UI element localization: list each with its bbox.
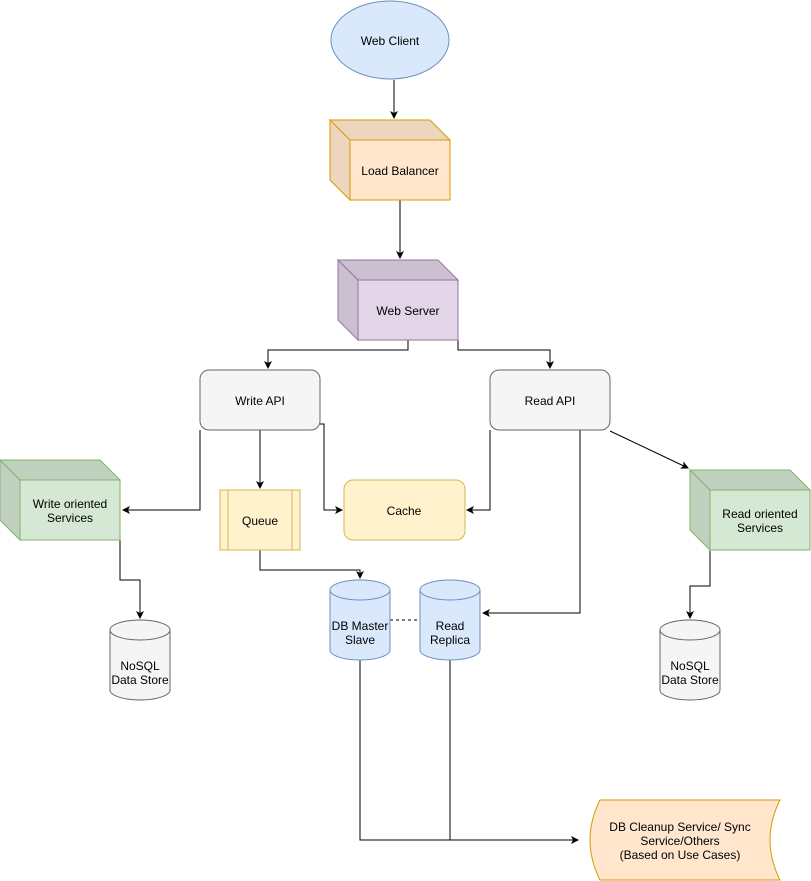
read-replica-node: Read Replica [419, 579, 481, 661]
db-cleanup-node: DB Cleanup Service/ Sync Service/Others … [589, 799, 781, 881]
db-master-body [329, 579, 391, 661]
nosql-left-label-line1: NoSQL [120, 659, 160, 673]
write-services-top [0, 459, 122, 481]
cache-label: Cache [387, 504, 422, 518]
write-services-front [19, 479, 121, 541]
edges [119, 80, 711, 844]
db-master-node: DB Master Slave [329, 579, 391, 661]
read-replica-body [419, 579, 481, 661]
nosql-right-label-line1: NoSQL [670, 659, 710, 673]
web-client-shape [330, 0, 450, 80]
read-replica-rim [419, 589, 481, 601]
nosql-right-rim [659, 629, 721, 641]
edge-queue-to-dbmaster [259, 550, 364, 579]
nosql-right-node: NoSQL Data Store [659, 619, 721, 701]
nosql-left-rim [109, 629, 171, 641]
queue-shape [219, 489, 301, 551]
queue-node: Queue [219, 489, 301, 551]
queue-label: Queue [242, 514, 278, 528]
edge-readapi-to-cache [466, 430, 491, 514]
db-master-label-line2: Slave [345, 633, 375, 647]
cache-node: Cache [343, 479, 466, 541]
edge-dbmaster-to-cleanup [359, 660, 579, 844]
write-services-label-line1: Write oriented [33, 497, 107, 511]
db-master-label-line1: DB Master [332, 619, 389, 633]
web-client-node: Web Client [330, 0, 450, 80]
load-balancer-front [349, 139, 451, 201]
nosql-left-label-line2: Data Store [111, 673, 169, 687]
web-server-node: Web Server [336, 258, 460, 342]
edge-webserver-to-readapi [457, 340, 554, 369]
write-services-node: Write oriented Services [0, 459, 122, 542]
edge-writeapi-to-cache [320, 423, 343, 514]
write-services-label-line2: Services [47, 511, 93, 525]
read-replica-label-line1: Read [436, 619, 465, 633]
db-cleanup-label-line3: (Based on Use Cases) [620, 848, 741, 862]
edge-readservices-to-nosql [686, 550, 711, 619]
web-server-top [336, 259, 460, 281]
read-services-node: Read oriented Services [688, 468, 811, 552]
read-services-top [688, 469, 811, 491]
web-client-label: Web Client [361, 34, 420, 48]
cache-shape [343, 479, 466, 541]
read-services-label-line1: Read oriented [722, 507, 797, 521]
read-services-front [709, 489, 811, 551]
edge-readapi-to-readservices [609, 430, 689, 469]
web-server-front [357, 279, 459, 341]
db-cleanup-shape [589, 799, 781, 881]
edge-webserver-to-writeapi [264, 340, 409, 369]
web-server-label: Web Server [376, 304, 439, 318]
db-cleanup-label-line2: Service/Others [640, 834, 719, 848]
db-master-rim [329, 589, 391, 601]
write-api-shape [199, 369, 321, 431]
write-api-label: Write API [235, 394, 285, 408]
edge-writeapi-to-writeservices [122, 430, 201, 514]
nosql-left-body [109, 619, 171, 701]
read-api-label: Read API [525, 394, 576, 408]
edge-writeservices-to-nosql [119, 540, 144, 619]
load-balancer-top [328, 119, 452, 141]
read-replica-label-line2: Replica [430, 633, 470, 647]
write-api-node: Write API [199, 369, 321, 431]
load-balancer-label: Load Balancer [361, 164, 438, 178]
read-api-node: Read API [489, 369, 611, 431]
read-api-shape [489, 369, 611, 431]
nosql-left-node: NoSQL Data Store [109, 619, 171, 701]
nosql-right-label-line2: Data Store [661, 673, 719, 687]
db-cleanup-label-line1: DB Cleanup Service/ Sync [609, 820, 750, 834]
read-services-label-line2: Services [737, 521, 783, 535]
nosql-right-body [659, 619, 721, 701]
edge-readapi-to-replica [482, 430, 581, 617]
load-balancer-node: Load Balancer [328, 118, 452, 202]
